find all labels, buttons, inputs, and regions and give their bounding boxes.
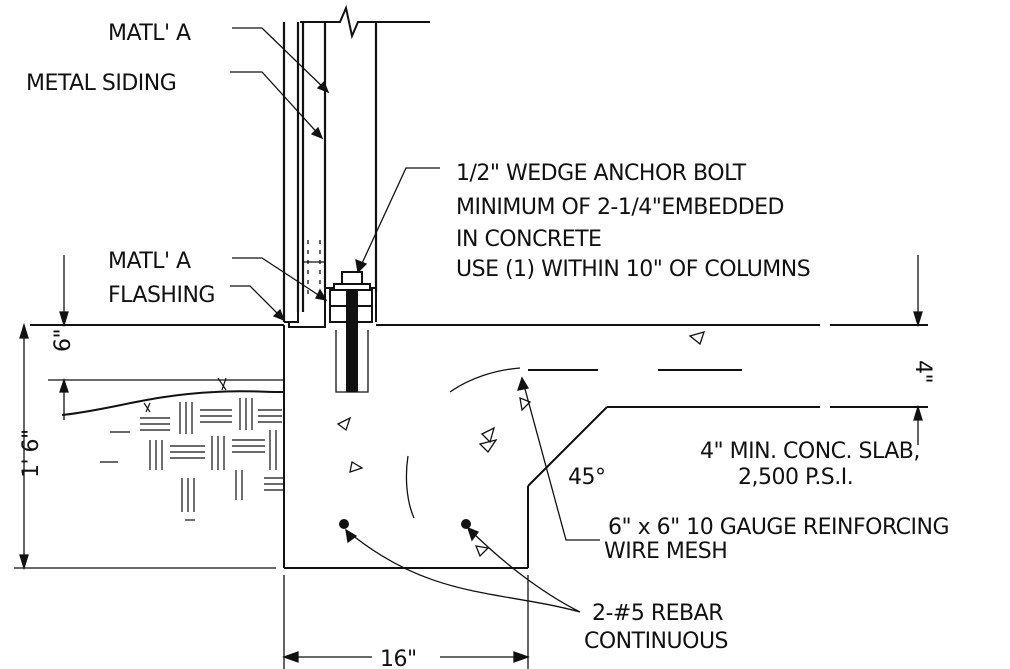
- dimension-lines: [14, 255, 923, 669]
- label-flashing: FLASHING: [108, 283, 215, 308]
- dim-sixteen-inch: 16": [380, 647, 417, 669]
- label-rebar-line-1: 2-#5 REBAR: [592, 601, 723, 626]
- label-slab-line-1: 4" MIN. CONC. SLAB,: [700, 439, 920, 464]
- dim-six-inch: 6": [51, 329, 76, 352]
- soil-hatch: [61, 377, 285, 521]
- slab-outline: [30, 324, 928, 569]
- label-rebar-line-2: CONTINUOUS: [584, 629, 728, 654]
- label-mesh-line-1: 6" x 6" 10 GAUGE REINFORCING: [608, 515, 949, 540]
- label-anchor-line-3: IN CONCRETE: [456, 227, 601, 252]
- label-matl-a-mid: MATL' A: [108, 249, 191, 274]
- label-angle: 45°: [568, 465, 606, 490]
- leader-lines: [230, 27, 600, 613]
- anchor-bolt: [333, 271, 371, 393]
- label-slab-line-2: 2,500 P.S.I.: [738, 465, 853, 490]
- dim-four-inch: 4": [910, 360, 935, 383]
- rebar-left: [339, 519, 349, 529]
- dim-one-foot-six: 1' 6": [19, 429, 44, 478]
- label-mesh-line-2: WIRE MESH: [604, 539, 727, 564]
- label-anchor-line-4: USE (1) WITHIN 10" OF COLUMNS: [456, 257, 810, 282]
- label-matl-a-top: MATL' A: [108, 21, 191, 46]
- concrete-aggregate: [336, 331, 706, 558]
- label-anchor-line-2: MINIMUM OF 2-1/4"EMBEDDED: [456, 195, 784, 220]
- label-anchor-line-1: 1/2" WEDGE ANCHOR BOLT: [456, 161, 747, 186]
- label-metal-siding: METAL SIDING: [26, 71, 176, 96]
- rebar-right: [461, 519, 471, 529]
